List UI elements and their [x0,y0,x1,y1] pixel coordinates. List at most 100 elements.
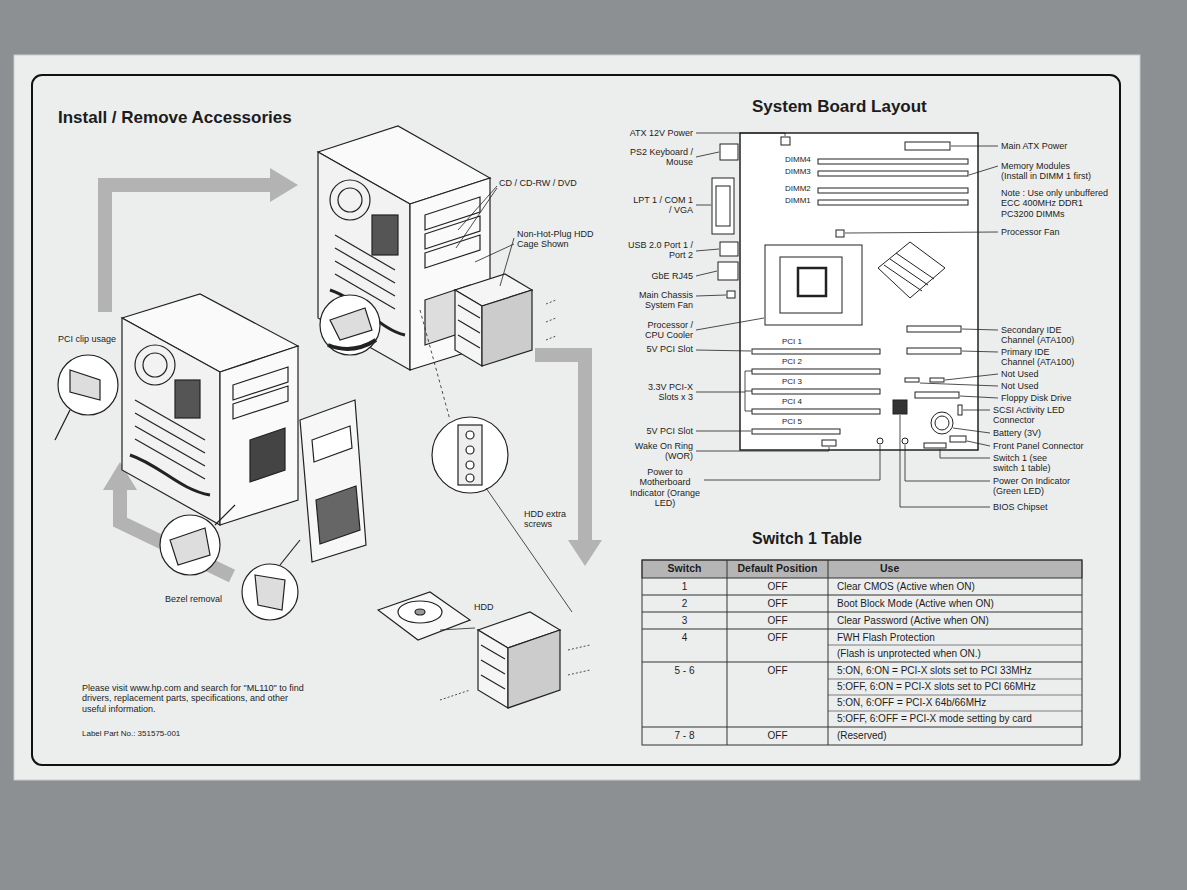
leader-line [458,186,497,230]
label-text: Main Chassis System Fan [633,290,693,311]
label-text: 4 [645,632,725,644]
label-text: Secondary IDE Channel (ATA100) [1001,325,1079,346]
label-text: Label Part No.: 351575-001 [82,729,180,738]
label-text: BIOS Chipset [993,502,1048,512]
hdd-cage [455,274,560,708]
system-board [915,392,959,398]
leader-line [420,310,450,420]
leader-line [546,336,556,340]
detail-callout [55,410,70,440]
label-plate [14,55,1140,780]
leader-line [696,271,717,276]
hard-disk [415,609,425,615]
leader-line [945,374,998,380]
leader-line [420,186,590,700]
server-tower [318,126,490,370]
switch-table-grid [828,560,829,745]
label-text: SCSI Activity LED Connector [993,405,1083,426]
server-tower [135,439,205,479]
detail-callout [330,308,372,340]
slot-label: DIMM1 [785,196,811,205]
leader-line [962,351,998,352]
system-board [720,144,738,160]
label-text: 5:OFF, 6:ON = PCI-X slots set to PCI 66M… [837,681,1036,693]
switch-table-grid [642,560,1082,745]
leader-line [696,133,785,136]
switch-table-grid [642,629,1082,630]
system-board [712,133,978,450]
system-board [877,438,883,444]
label-text: CD / CD-RW / DVD [499,178,577,188]
leader-line [920,383,998,386]
label-text: Clear CMOS (Active when ON) [837,581,975,593]
label-text: HDD [474,602,494,612]
system-board [752,409,880,414]
system-board [818,171,968,176]
detail-callout [215,505,235,525]
detail-callout [466,474,474,482]
label-text: PS2 Keyboard / Mouse [627,147,693,168]
server-tower [135,345,175,385]
switch-table-grid [727,560,728,745]
label-text: 5:ON, 6:ON = PCI-X slots set to PCI 33MH… [837,665,1032,677]
front-bezel [300,400,366,562]
system-board [935,416,949,430]
system-board [752,369,880,374]
switch-table-grid [642,662,1082,663]
detail-callout [242,564,298,620]
label-text: 2 [645,598,725,610]
server-tower [175,380,200,418]
label-text: Boot Block Mode (Active when ON) [837,598,994,610]
label-text: Memory Modules (Install in DIMM 1 first) [1001,161,1095,182]
label-text: Switch 1 (see switch 1 table) [993,453,1073,474]
front-bezel [312,426,352,462]
label-text: ATX 12V Power [630,128,693,138]
system-board [931,412,953,434]
leader-line [704,445,880,480]
leader-line [456,188,497,248]
system-board-outline: DIMM4DIMM3DIMM2DIMM1PCI 1PCI 2PCI 3PCI 4… [740,133,978,450]
detail-callout [320,295,380,355]
label-text: GbE RJ45 [651,271,693,281]
switch-table-grid [642,560,1082,578]
detail-callout [466,461,474,469]
system-board [752,349,880,354]
slot-label: PCI 3 [782,377,802,386]
hdd-cage [481,660,505,674]
label-text: USB 2.0 Port 1 / Port 2 [627,240,693,261]
switch-table-grid [828,645,1082,646]
detail-callout [328,340,376,349]
detail-callout [160,515,220,575]
leader-line [568,645,590,650]
system-board [740,133,978,450]
system-board [958,405,962,415]
server-tower [135,413,205,453]
server-tower [122,294,298,525]
label-text: Not Used [1001,369,1039,379]
leader-line [696,318,764,330]
slot-label: DIMM3 [785,167,811,176]
server-tower [220,346,298,525]
label-text: 5 - 6 [645,665,725,677]
hard-disk [398,601,442,623]
leader-line [696,205,711,206]
hdd-cage [481,675,505,689]
hdd-cage [458,320,480,333]
switch-table-grid [828,711,1082,712]
server-tower [330,180,370,220]
system-board [798,268,826,296]
server-tower [410,178,490,370]
hdd-cage [481,645,505,659]
system-board [902,438,908,444]
server-tower [122,318,220,525]
switch-table-grid [642,595,1082,596]
detail-callout [170,528,210,565]
system-board [884,265,922,291]
leader-line [960,396,998,398]
leader-line [967,441,990,446]
system-board [893,400,907,414]
server-tower [335,261,395,296]
leader-line [696,133,998,507]
label-text: FWH Flash Protection [837,632,935,644]
label-text: Processor Fan [1001,227,1060,237]
